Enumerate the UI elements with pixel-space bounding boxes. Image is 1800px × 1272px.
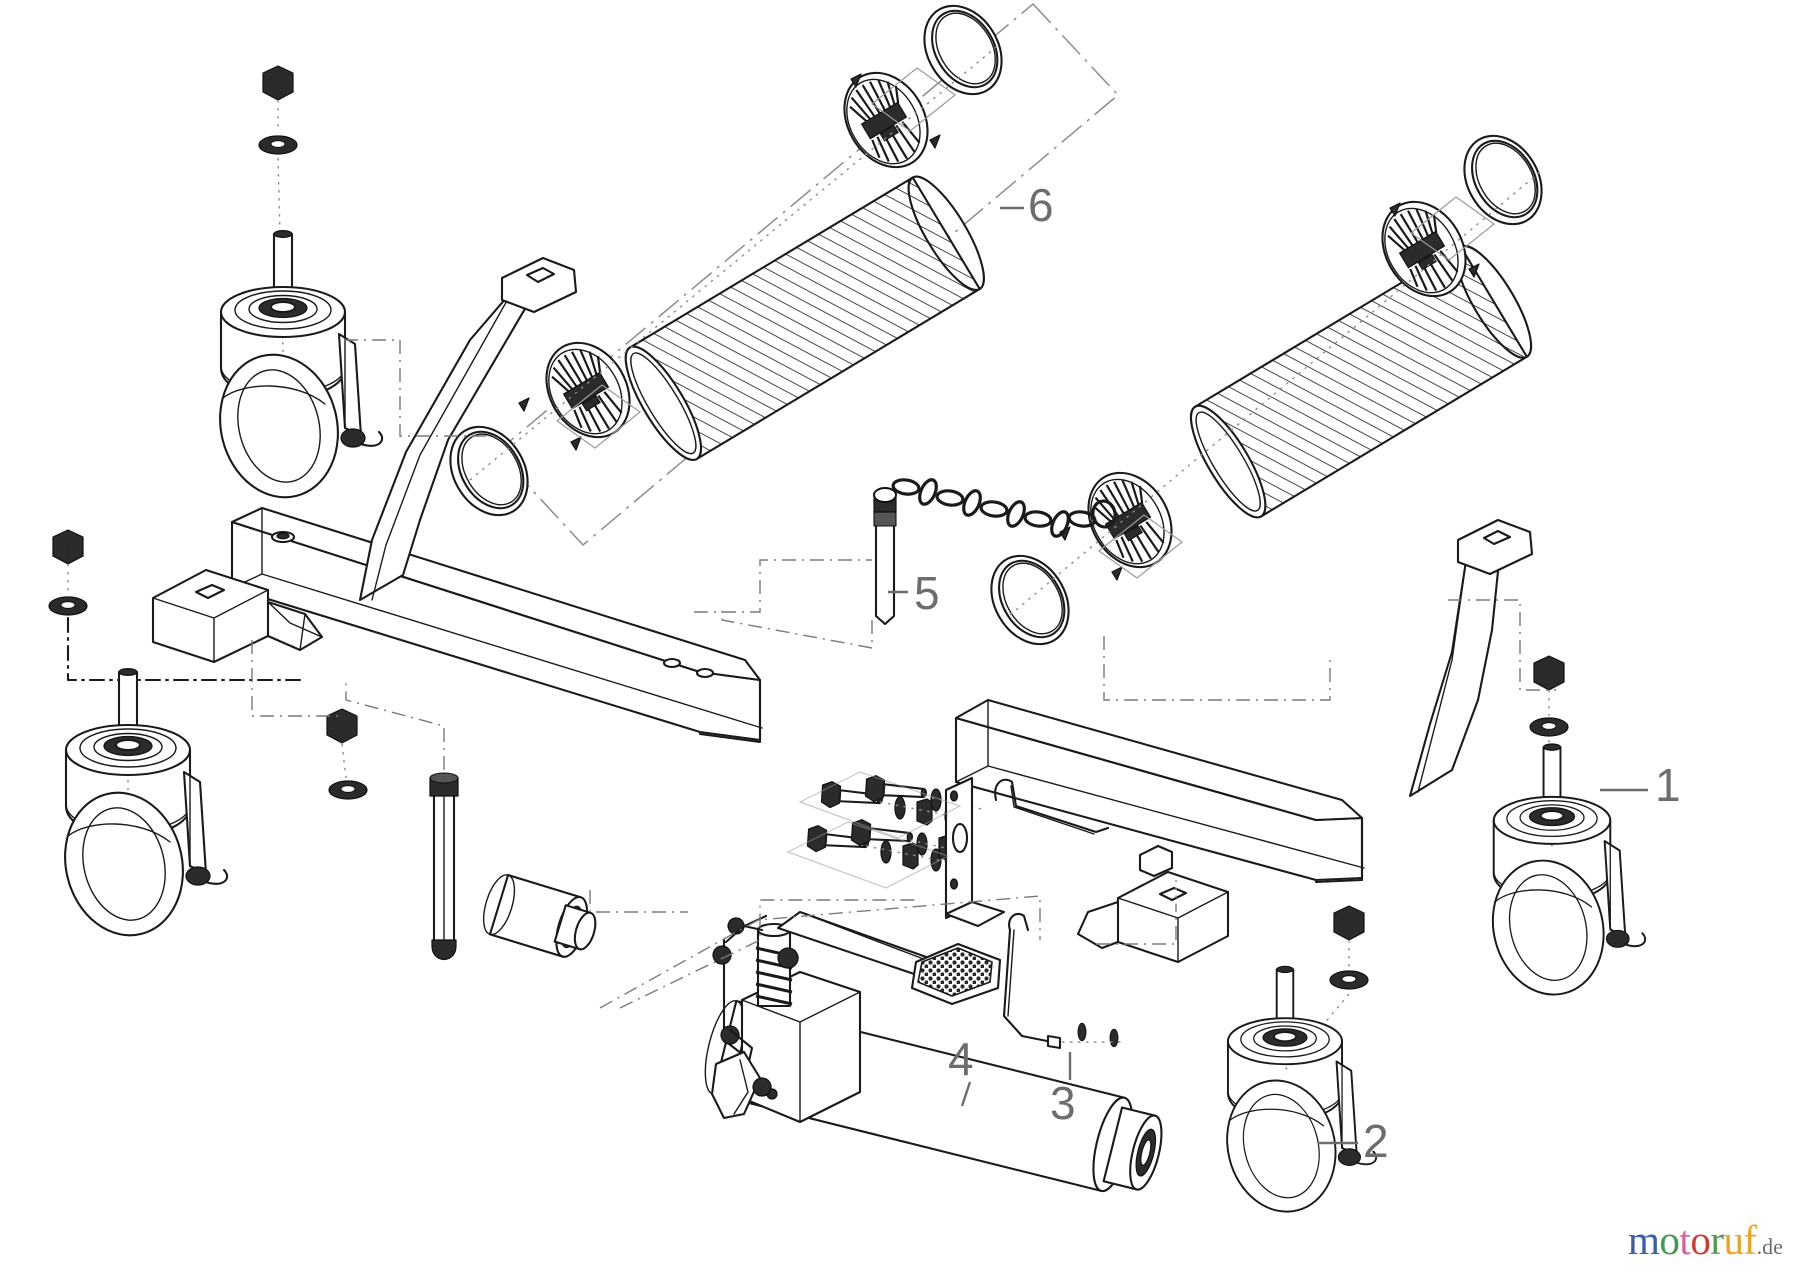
callout-box-jack	[599, 895, 1041, 1009]
long-pin-shaft	[345, 680, 459, 961]
caster-mount-bracket-left	[151, 568, 324, 664]
callout-box-hardware	[786, 771, 962, 889]
callout-number-6: 6	[1028, 179, 1054, 231]
fastener-hardware-cluster	[806, 773, 987, 872]
main-frame-beam-front	[151, 506, 763, 744]
hitch-pin-with-chain	[721, 478, 1117, 649]
callout-number-4: 4	[948, 1033, 974, 1085]
callout-number-1: 1	[1655, 759, 1681, 811]
callout-number-5: 5	[914, 567, 940, 619]
callout-box-roller-left	[495, 2, 1120, 547]
watermark-letter-m: m	[1628, 1217, 1660, 1263]
watermark-letter-f: f	[1743, 1217, 1757, 1263]
chain	[891, 478, 1117, 538]
fastener-stack-center-left	[251, 640, 368, 800]
hydraulic-jack-assembly	[619, 899, 1163, 1193]
callout-number-3: 3	[1050, 1077, 1076, 1129]
watermark-letter-u: u	[1723, 1217, 1744, 1263]
caster-assembly-lower-left	[48, 529, 302, 949]
callout-number-2: 2	[1363, 1115, 1389, 1167]
watermark-letter-t: t	[1679, 1217, 1691, 1263]
bent-release-rod	[1002, 912, 1124, 1080]
mounting-plate	[944, 776, 1006, 928]
watermark-motoruf-de: motoruf.de	[1628, 1216, 1783, 1264]
caster-assembly-upper-left	[204, 65, 384, 511]
watermark-letter-r: r	[1710, 1217, 1724, 1263]
roller-drum-left	[433, 0, 1024, 531]
caster-mount-bracket-right	[1076, 870, 1230, 964]
watermark-letter-o2: o	[1690, 1217, 1711, 1263]
support-arm-right	[1408, 518, 1534, 798]
caster-assembly-right-2	[1212, 905, 1378, 1225]
roller-drum-right	[974, 120, 1559, 701]
sleeve-bushing	[482, 873, 597, 958]
assembly-guide-lines	[344, 339, 1556, 945]
main-frame-beam-rear	[954, 698, 1365, 964]
support-arm-left	[358, 256, 578, 602]
watermark-suffix: .de	[1756, 1234, 1783, 1259]
caster-assembly-right-1	[1477, 655, 1648, 1008]
watermark-letter-o1: o	[1659, 1217, 1680, 1263]
